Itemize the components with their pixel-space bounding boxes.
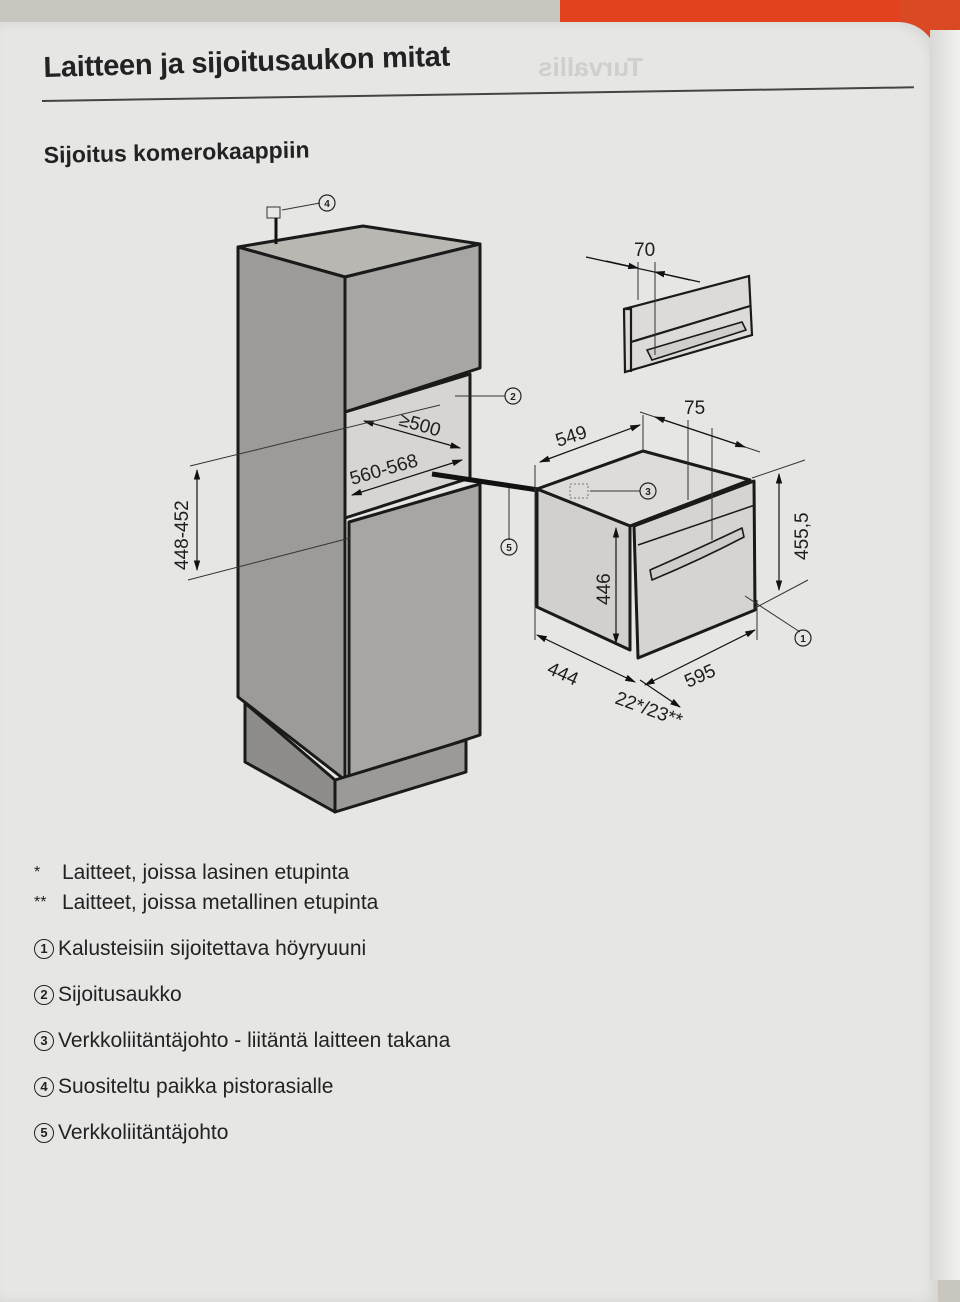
callout-5 [500, 538, 518, 556]
appliance-side-depth-label: 444 [544, 658, 582, 690]
tall-cabinet [236, 224, 482, 814]
legend-item-text: Kalusteisiin sijoitettava höyryuuni [58, 937, 367, 960]
legend-item: 3 Verkkoliitäntäjohto - liitäntä laittee… [34, 1030, 450, 1051]
svg-text:2: 2 [510, 392, 516, 403]
callout-3 [639, 482, 657, 500]
appliance-body-height-label: 446 [594, 573, 615, 605]
handle-depth-label: 70 [634, 240, 655, 261]
callout-number-icon: 1 [34, 938, 54, 959]
appliance-width-label: 595 [681, 660, 719, 692]
legend-item-text: Suositeltu paikka pistorasialle [58, 1075, 334, 1098]
legend-item: 4 Suositeltu paikka pistorasialle [34, 1076, 333, 1097]
front-thickness-label: 22*/23** [612, 688, 685, 732]
legend-item: 5 Verkkoliitäntäjohto [34, 1122, 228, 1143]
legend-item-text: Verkkoliitäntäjohto - liitäntä laitteen … [58, 1029, 451, 1052]
svg-text:3: 3 [645, 487, 651, 498]
appliance-height-label: 455,5 [792, 512, 813, 560]
niche-height-label: 448-452 [172, 500, 193, 570]
note-text: Laitteet, joissa metallinen etupinta [62, 891, 379, 914]
callout-number-icon: 4 [34, 1076, 54, 1097]
note-mark: ** [34, 893, 47, 911]
callout-2 [504, 387, 522, 405]
callout-4 [318, 194, 336, 212]
legend-note: * Laitteet, joissa lasinen etupinta [34, 862, 349, 883]
appliance-depth-label: 549 [553, 422, 590, 452]
svg-text:1: 1 [800, 634, 806, 645]
callout-number-icon: 5 [34, 1122, 54, 1143]
front-handle-detail [622, 274, 754, 374]
callout-1 [794, 629, 812, 647]
legend-note: ** Laitteet, joissa metallinen etupinta [34, 892, 378, 913]
svg-text:5: 5 [506, 543, 512, 554]
front-depth-label: 75 [684, 398, 705, 419]
legend-item-text: Verkkoliitäntäjohto [58, 1121, 229, 1144]
steam-oven [535, 449, 757, 660]
page-edge [930, 30, 960, 1280]
callout-number-icon: 3 [34, 1030, 54, 1051]
note-mark: * [34, 863, 41, 881]
legend-item: 1 Kalusteisiin sijoitettava höyryuuni [34, 938, 366, 959]
svg-text:4: 4 [324, 199, 330, 210]
note-text: Laitteet, joissa lasinen etupinta [62, 861, 350, 884]
legend-item: 2 Sijoitusaukko [34, 984, 182, 1005]
callout-number-icon: 2 [34, 984, 54, 1005]
legend-item-text: Sijoitusaukko [58, 983, 182, 1006]
